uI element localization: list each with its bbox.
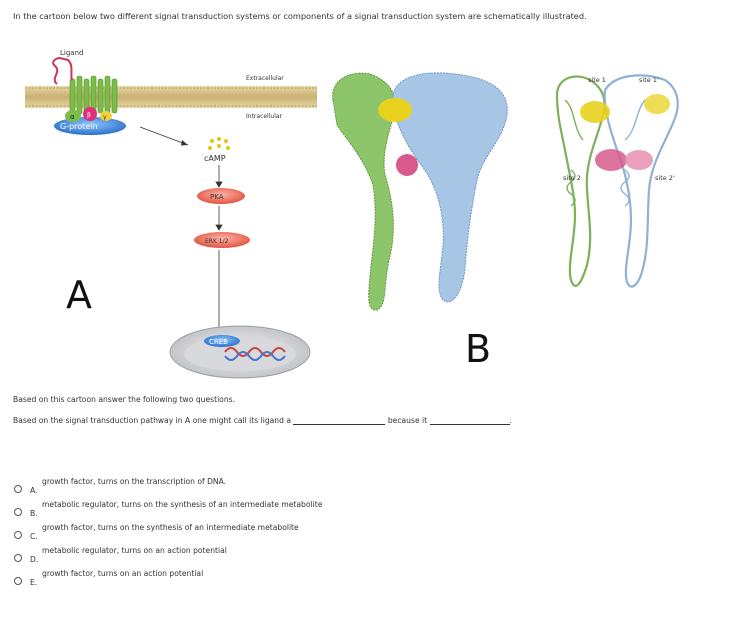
site1p-label: site 1' <box>639 76 659 84</box>
site2-label: site 2 <box>563 174 581 182</box>
option-b-letter: B. <box>30 509 38 518</box>
camp-icon <box>208 137 230 150</box>
option-a-radio[interactable] <box>14 485 22 493</box>
option-a-letter: A. <box>30 486 38 495</box>
figure-b: site 1 site 1' site 2 site 2' B <box>332 72 679 371</box>
question-part2: because it <box>387 416 428 425</box>
option-e[interactable]: E. growth factor, turns on an action pot… <box>13 568 433 590</box>
site1-label: site 1 <box>588 76 606 84</box>
option-d-radio[interactable] <box>14 554 22 562</box>
pka-icon <box>197 188 245 204</box>
option-d-letter: D. <box>30 555 39 564</box>
option-c-letter: C. <box>30 532 38 541</box>
erk-label: ERK 1/2 <box>205 238 229 245</box>
figure-a-letter: A <box>66 273 92 317</box>
option-d[interactable]: D. metabolic regulator, turns on an acti… <box>13 545 433 567</box>
g-protein-beta-label: β <box>87 112 91 119</box>
extracellular-label: Extracellular <box>246 75 284 82</box>
question-part1: Based on the signal transduction pathway… <box>13 416 292 425</box>
ligand-icon <box>52 56 73 85</box>
ribbon-model-icon <box>555 74 679 288</box>
cell-membrane <box>25 86 317 108</box>
option-b-radio[interactable] <box>14 508 22 516</box>
option-d-text: metabolic regulator, turns on an action … <box>42 546 227 555</box>
answer-blank-2 <box>429 416 510 425</box>
erk-icon <box>194 232 250 248</box>
site2p-label: site 2' <box>655 174 675 182</box>
density-map-icon <box>332 72 508 311</box>
option-a[interactable]: A. growth factor, turns on the transcrip… <box>13 476 433 498</box>
question-text: Based on the signal transduction pathway… <box>13 416 512 425</box>
intro-text: In the cartoon below two different signa… <box>13 11 587 21</box>
option-e-text: growth factor, turns on an action potent… <box>42 569 204 578</box>
answer-blank-1 <box>293 416 386 425</box>
option-c-text: growth factor, turns on the synthesis of… <box>42 523 299 532</box>
g-protein-alpha-label: α <box>70 113 75 121</box>
figure-b-letter: B <box>465 327 491 371</box>
receptor-icon <box>69 75 118 115</box>
nucleus-icon <box>169 325 311 379</box>
option-a-text: growth factor, turns on the transcriptio… <box>42 477 227 486</box>
option-e-radio[interactable] <box>14 577 22 585</box>
intracellular-label: Intracellular <box>246 113 283 120</box>
question-end: . <box>509 416 512 425</box>
question-intro: Based on this cartoon answer the followi… <box>13 395 236 404</box>
creb-label: CREB <box>209 338 228 346</box>
g-protein-icon <box>54 107 126 135</box>
g-protein-label: G-protein <box>60 122 98 131</box>
ligand-label: Ligand <box>60 49 83 57</box>
camp-label: cAMP <box>204 154 226 163</box>
option-c[interactable]: C. growth factor, turns on the synthesis… <box>13 522 433 544</box>
g-protein-gamma-label: γ <box>103 114 107 121</box>
pka-label: PKA <box>210 193 224 201</box>
option-c-radio[interactable] <box>14 531 22 539</box>
option-b-text: metabolic regulator, turns on the synthe… <box>42 500 323 509</box>
option-e-letter: E. <box>30 578 38 587</box>
option-b[interactable]: B. metabolic regulator, turns on the syn… <box>13 499 433 521</box>
figure-a: Extracellular Intracellular Ligand α β γ… <box>25 49 317 379</box>
